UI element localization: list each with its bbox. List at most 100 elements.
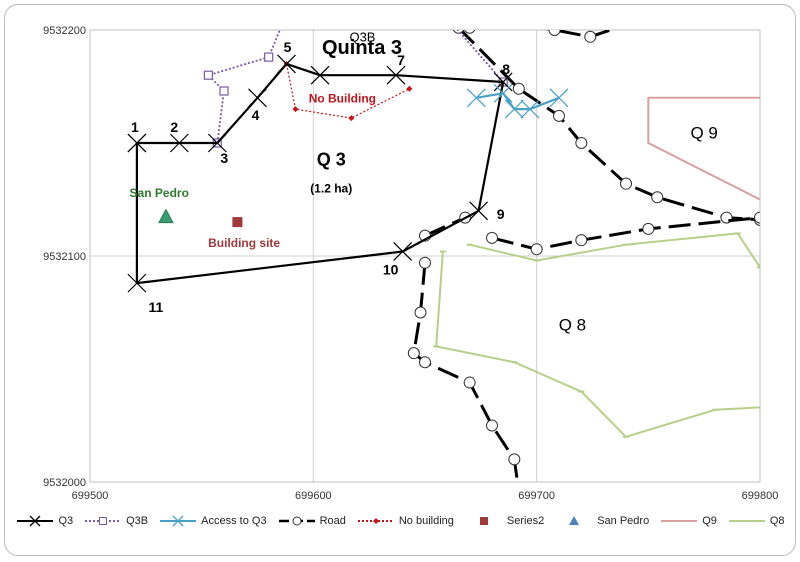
access-to-q3-point — [466, 88, 486, 108]
annotation-no-building: No Building — [309, 91, 376, 105]
x-tick-label: 699700 — [518, 490, 555, 502]
road-line — [458, 30, 760, 222]
road-point — [508, 453, 521, 466]
q3-point — [127, 133, 147, 153]
x-tick-label: 699800 — [742, 490, 779, 502]
series-road — [407, 0, 760, 482]
road-point — [486, 419, 498, 432]
legend-item-series2: Series2 — [464, 514, 544, 528]
annotation-building-site: Building site — [208, 236, 280, 250]
road-point — [419, 256, 431, 269]
annotation-q-9: Q 9 — [690, 123, 717, 142]
series-series2 — [232, 217, 243, 228]
q3-point — [277, 54, 296, 74]
q3b-point — [336, 0, 344, 7]
access-to-q3-point — [493, 83, 513, 103]
road-point — [754, 211, 760, 224]
access-to-q3-point — [520, 99, 540, 119]
legend-swatch-san-pedro — [569, 516, 580, 525]
q3b-point — [287, 0, 295, 7]
legend-item-q9: Q9 — [659, 514, 717, 528]
series-q3b — [203, 0, 508, 148]
legend-item-q3: Q3 — [15, 514, 73, 528]
series-q3 — [127, 54, 513, 293]
legend-swatch-q3 — [17, 515, 54, 527]
series-layer — [127, 0, 760, 482]
legend-marker — [29, 515, 41, 527]
san-pedro-point — [158, 208, 174, 224]
y-tick-label: 9532200 — [43, 25, 86, 37]
legend-item-san-pedro: San Pedro — [554, 514, 649, 528]
q3-point — [310, 65, 330, 85]
road-line — [412, 262, 520, 482]
q3-point — [169, 133, 189, 153]
annotation-8: 8 — [502, 61, 510, 77]
legend-label: Road — [319, 515, 346, 527]
series2-point — [232, 217, 243, 228]
road-point — [620, 177, 632, 190]
annotation-11: 11 — [148, 299, 163, 315]
legend-item-q8: Q8 — [727, 514, 785, 528]
q3-point — [393, 242, 413, 261]
legend-marker — [372, 518, 379, 524]
x-tick-label: 699600 — [295, 490, 332, 502]
legend-item-road: Road — [277, 514, 346, 528]
legend-marker — [172, 515, 184, 527]
annotation-10: 10 — [383, 261, 399, 277]
legend-label: Access to Q3 — [201, 515, 267, 527]
legend-label: Q8 — [769, 515, 785, 527]
annotation-5: 5 — [284, 39, 292, 55]
annotation-1: 1 — [131, 119, 139, 135]
legend-label: Series2 — [506, 515, 545, 527]
annotation-q-3: Q 3 — [317, 150, 346, 170]
annotation-1-2-ha: (1.2 ha) — [310, 182, 352, 196]
series-access-to-q3 — [466, 83, 569, 119]
q8-line — [469, 232, 760, 268]
road-point — [452, 30, 465, 34]
plot-area — [89, 29, 761, 483]
road-point — [512, 82, 525, 95]
legend-marker — [292, 516, 302, 526]
road-point — [486, 231, 498, 244]
q3-point — [127, 273, 147, 293]
road-point — [548, 30, 561, 36]
legend-marker — [99, 517, 108, 525]
road-point — [625, 18, 636, 29]
annotation-q3b: Q3B — [349, 29, 375, 44]
annotation-9: 9 — [497, 206, 505, 222]
no-building-point — [292, 106, 299, 113]
access-to-q3-line — [476, 92, 560, 111]
road-point — [642, 222, 655, 235]
q3-point — [386, 65, 406, 85]
legend-marker — [479, 517, 488, 525]
annotation-4: 4 — [252, 107, 260, 123]
legend-swatch-q3b — [85, 517, 122, 525]
x-tick-label: 699500 — [72, 490, 109, 502]
legend-label: Q9 — [702, 515, 717, 527]
annotation-san-pedro: San Pedro — [130, 186, 189, 200]
road-point — [509, 18, 520, 29]
legend-item-q3b: Q3B — [83, 514, 148, 528]
y-tick-label: 9532000 — [43, 477, 86, 489]
y-tick-label: 9532100 — [43, 251, 86, 263]
road-point — [651, 191, 664, 204]
q3-point — [207, 133, 227, 153]
road-point — [419, 356, 431, 369]
q3-point — [248, 88, 267, 108]
series-q9 — [647, 96, 760, 201]
road-point — [575, 234, 588, 247]
legend-swatch-q9 — [661, 520, 698, 522]
legend-label: Q3B — [126, 515, 149, 527]
legend-swatch-series2 — [479, 517, 488, 525]
road-point — [632, 0, 643, 11]
series-q8 — [433, 232, 760, 438]
q3b-point — [264, 52, 274, 62]
q3b-point — [219, 86, 229, 96]
access-to-q3-point — [549, 88, 569, 108]
legend-marker — [569, 516, 580, 525]
access-to-q3-point — [504, 99, 524, 119]
